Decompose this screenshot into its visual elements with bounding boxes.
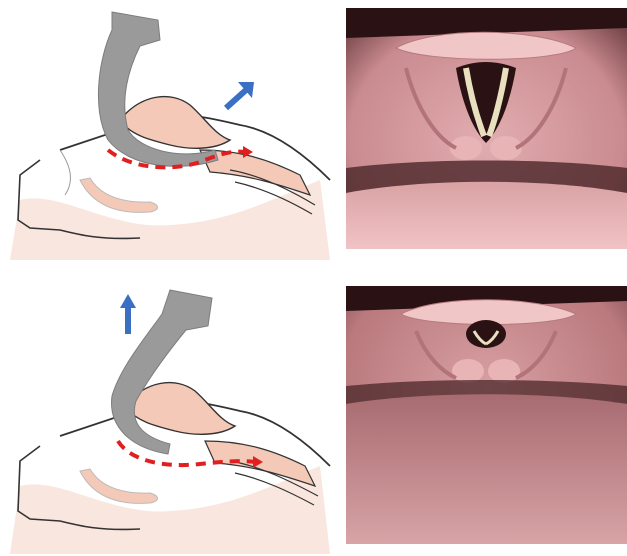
endoscopic-photo-bottom xyxy=(346,286,627,544)
glottis-photo-bottom xyxy=(346,286,627,544)
diagram-panel-bottom xyxy=(0,276,336,556)
anatomy-diagram-bottom xyxy=(0,276,336,556)
arrow-up-icon xyxy=(120,294,136,334)
neck-tissue xyxy=(10,466,330,554)
endoscopic-photo-top xyxy=(346,8,627,249)
neck-tissue xyxy=(10,180,330,260)
lip-line xyxy=(60,150,70,195)
diagram-panel-top xyxy=(0,0,336,262)
mandible xyxy=(80,178,158,212)
glottis-photo-top xyxy=(346,8,627,249)
anatomy-diagram-top xyxy=(0,0,336,262)
arrow-up-right-icon xyxy=(226,82,254,108)
